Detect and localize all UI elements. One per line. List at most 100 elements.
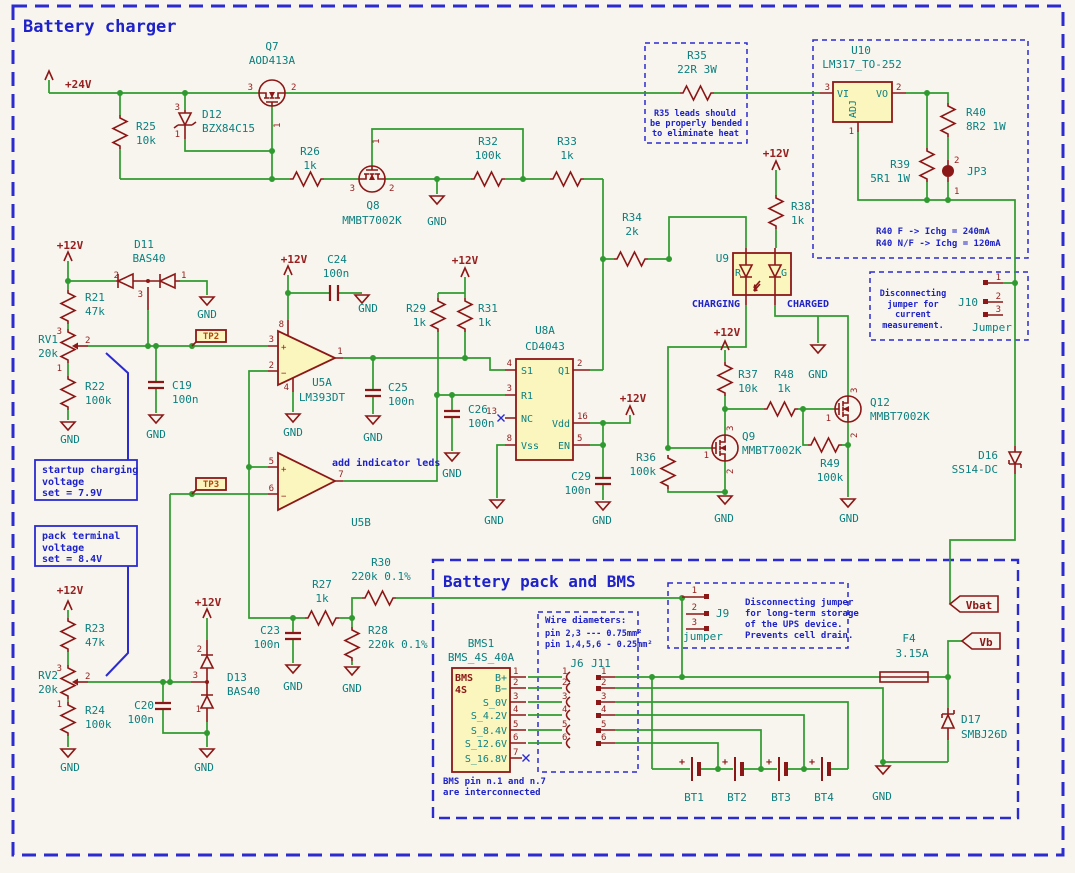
svg-text:R40 N/F -> Ichg = 120mA: R40 N/F -> Ichg = 120mA — [876, 239, 1001, 249]
wire-note-box — [537, 611, 639, 773]
svg-text:BT2: BT2 — [727, 791, 747, 804]
callout-lines — [105, 352, 129, 677]
svg-text:RV1: RV1 — [38, 333, 58, 346]
svg-text:220k 0.1%: 220k 0.1% — [368, 638, 428, 651]
svg-text:GND: GND — [60, 433, 80, 446]
zener-d12 — [173, 110, 197, 139]
svg-text:R32: R32 — [478, 135, 498, 148]
svg-text:J11: J11 — [591, 657, 611, 670]
resistor-r38 — [769, 195, 783, 229]
svg-text:1: 1 — [601, 667, 606, 677]
notes: R35 leads should be properly bended to e… — [42, 109, 1001, 798]
svg-text:5: 5 — [513, 720, 518, 730]
svg-text:R25: R25 — [136, 120, 156, 133]
jumper-j10 — [983, 280, 1003, 317]
svg-text:GND: GND — [427, 215, 447, 228]
svg-text:3: 3 — [269, 335, 274, 345]
svg-text:8: 8 — [279, 320, 284, 330]
svg-text:Prevents cell drain.: Prevents cell drain. — [745, 630, 853, 641]
wires — [48, 80, 1016, 770]
svg-text:1k: 1k — [777, 382, 791, 395]
svg-text:R48: R48 — [774, 368, 794, 381]
charging-label: CHARGING — [692, 299, 740, 310]
dual-diode-d11 — [116, 272, 180, 310]
svg-text:SS14-DC: SS14-DC — [952, 463, 998, 476]
svg-text:3: 3 — [248, 83, 253, 93]
svg-text:R40 F -> Ichg = 240mA: R40 F -> Ichg = 240mA — [876, 227, 990, 237]
svg-text:voltage: voltage — [42, 477, 84, 488]
svg-text:6: 6 — [513, 733, 518, 743]
svg-text:R38: R38 — [791, 200, 811, 213]
svg-text:U5B: U5B — [351, 516, 371, 529]
svg-text:220k 0.1%: 220k 0.1% — [351, 570, 411, 583]
svg-text:1k: 1k — [791, 214, 805, 227]
svg-text:BZX84C15: BZX84C15 — [202, 122, 255, 135]
mosfet-q7 — [258, 79, 286, 107]
svg-text:2: 2 — [954, 156, 959, 166]
svg-text:MMBT7002K: MMBT7002K — [342, 214, 402, 227]
svg-text:2: 2 — [269, 361, 274, 371]
svg-text:100k: 100k — [85, 394, 112, 407]
svg-text:RV2: RV2 — [38, 669, 58, 682]
section-borders — [11, 4, 1065, 857]
svg-text:BMS1: BMS1 — [468, 637, 495, 650]
connector-j11 — [596, 675, 615, 746]
svg-text:U10: U10 — [851, 44, 871, 57]
connector-j6 — [565, 671, 571, 749]
svg-text:100n: 100n — [172, 393, 199, 406]
svg-text:J9: J9 — [716, 607, 729, 620]
svg-text:jumper: jumper — [683, 630, 723, 643]
j10-note-box — [869, 271, 1029, 341]
svg-text:ADJ: ADJ — [848, 100, 859, 118]
svg-text:3: 3 — [193, 671, 198, 681]
svg-text:S_12.6V: S_12.6V — [465, 739, 507, 750]
svg-text:R28: R28 — [368, 624, 388, 637]
svg-text:+: + — [281, 343, 287, 353]
resistor-r29 — [431, 298, 445, 332]
testpoint-tp3 — [191, 477, 227, 495]
svg-text:NC: NC — [521, 414, 533, 425]
jumper-j9 — [682, 594, 709, 631]
svg-text:7: 7 — [513, 748, 518, 758]
svg-text:20k: 20k — [38, 683, 58, 696]
svg-text:1: 1 — [692, 586, 697, 596]
svg-text:S_4.2V: S_4.2V — [471, 711, 507, 722]
svg-text:2: 2 — [726, 469, 736, 474]
resistor-r49 — [807, 437, 843, 453]
resistor-r36 — [661, 455, 675, 489]
svg-text:D13: D13 — [227, 671, 247, 684]
svg-text:6: 6 — [562, 733, 567, 743]
resistor-r32 — [470, 171, 506, 187]
svg-text:1: 1 — [57, 700, 62, 710]
resistor-r24 — [61, 702, 75, 736]
capacitor-c23 — [285, 631, 301, 641]
svg-text:R34: R34 — [622, 211, 642, 224]
svg-text:+: + — [679, 757, 685, 768]
svg-text:3: 3 — [601, 692, 606, 702]
svg-text:22R 3W: 22R 3W — [677, 63, 717, 76]
svg-text:10k: 10k — [136, 134, 156, 147]
svg-text:C23: C23 — [260, 624, 280, 637]
pack-note-box — [34, 525, 138, 567]
svg-text:LM393DT: LM393DT — [299, 391, 346, 404]
svg-text:1: 1 — [273, 123, 283, 128]
svg-text:GND: GND — [342, 682, 362, 695]
resistor-r25 — [113, 115, 127, 149]
page-title: Battery charger — [23, 17, 177, 37]
svg-text:1: 1 — [826, 414, 831, 424]
svg-text:1: 1 — [954, 187, 959, 197]
svg-text:AOD413A: AOD413A — [249, 54, 296, 67]
svg-text:U5A: U5A — [312, 376, 332, 389]
svg-text:Q9: Q9 — [742, 430, 755, 443]
resistor-r26 — [289, 171, 325, 187]
svg-text:5R1 1W: 5R1 1W — [870, 172, 910, 185]
svg-text:5: 5 — [562, 720, 567, 730]
svg-text:3: 3 — [175, 103, 180, 113]
capacitor-c25 — [365, 388, 381, 398]
opamp-u5a — [277, 329, 338, 387]
svg-text:16: 16 — [577, 412, 588, 422]
schottky-d16 — [1007, 446, 1023, 474]
svg-text:D17: D17 — [961, 713, 981, 726]
svg-text:3: 3 — [513, 692, 518, 702]
svg-text:1k: 1k — [413, 316, 427, 329]
